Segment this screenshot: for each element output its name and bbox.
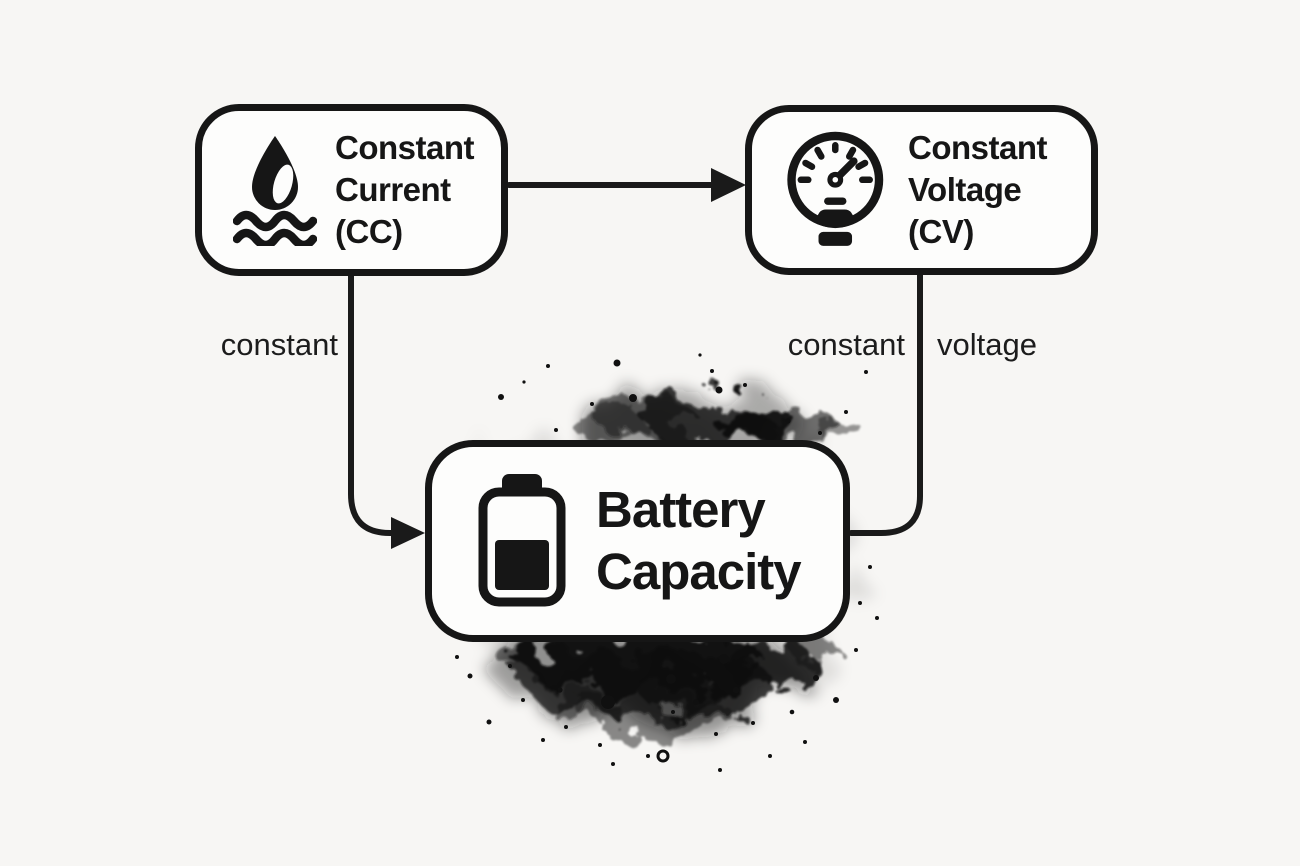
edge-label-cc-constant: constant xyxy=(220,327,338,362)
node-constant-current: Constant Current (CC) xyxy=(195,104,508,276)
edge-cv-to-battery-line xyxy=(848,271,923,536)
arrowhead-cc-to-cv xyxy=(711,168,746,202)
node-cv-title: Constant Voltage (CV) xyxy=(908,127,1048,253)
node-cc-title: Constant Current (CC) xyxy=(335,127,475,253)
water-drop-waves-icon xyxy=(233,136,317,246)
node-cc-title-line1: Constant xyxy=(335,129,475,166)
node-battery-title-line1: Battery xyxy=(596,481,766,538)
splatter-dots xyxy=(455,353,879,772)
node-battery-title-line2: Capacity xyxy=(596,543,802,600)
splatter-blobs xyxy=(503,397,862,734)
arrowhead-cc-to-battery xyxy=(391,517,425,549)
gauge-icon xyxy=(787,131,884,246)
edge-cc-to-battery-line xyxy=(348,271,405,536)
node-constant-voltage: Constant Voltage (CV) xyxy=(745,105,1098,275)
node-cv-title-line1: Constant xyxy=(908,129,1048,166)
edge-label-cv-constant: constant xyxy=(787,327,905,362)
node-cv-title-line2: Voltage xyxy=(908,171,1022,208)
node-cc-title-line3: (CC) xyxy=(335,213,403,250)
edge-label-cv-voltage: voltage xyxy=(937,327,1037,362)
node-battery-capacity: Battery Capacity xyxy=(425,440,850,642)
battery-half-icon xyxy=(478,474,566,607)
node-cc-title-line2: Current xyxy=(335,171,451,208)
node-cv-title-line3: (CV) xyxy=(908,213,974,250)
node-battery-title: Battery Capacity xyxy=(596,479,802,603)
